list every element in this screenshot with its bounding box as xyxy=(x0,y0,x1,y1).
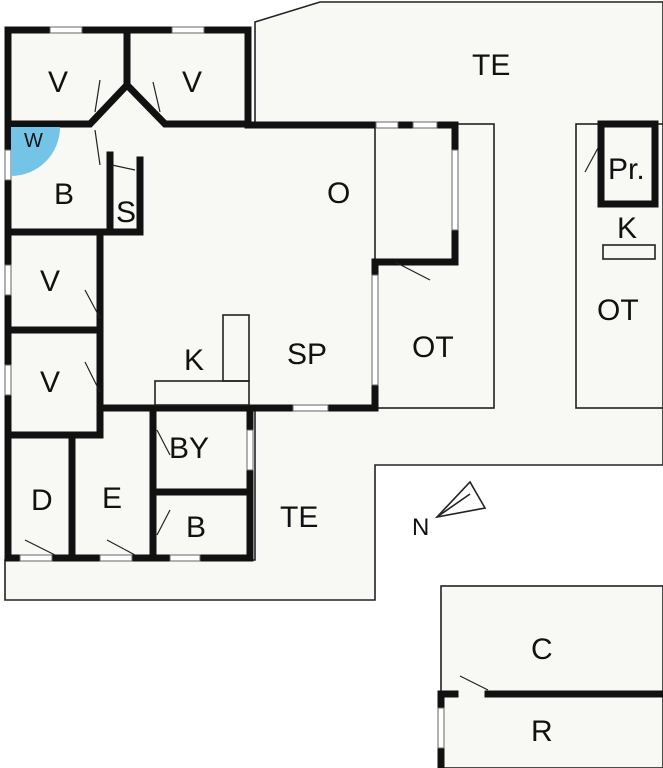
label-k-right: K xyxy=(617,212,637,245)
walls xyxy=(4,26,659,562)
label-k-mid: K xyxy=(184,344,204,377)
label-te-bottom: TE xyxy=(280,501,318,534)
house-floor xyxy=(8,30,455,558)
label-b-bottom: B xyxy=(186,511,206,544)
kitchen-counters xyxy=(154,244,656,406)
label-o: O xyxy=(327,177,350,210)
label-v1: V xyxy=(48,66,68,99)
label-sp: SP xyxy=(287,338,327,371)
label-s: S xyxy=(116,196,136,229)
annex-outer xyxy=(440,585,663,768)
outdoor-room-ot-right xyxy=(575,123,663,409)
label-b-top: B xyxy=(54,178,74,211)
north-arrow-icon xyxy=(434,480,487,519)
label-v3: V xyxy=(40,265,60,298)
annex xyxy=(437,690,663,768)
label-v4: V xyxy=(40,366,60,399)
label-ot-right: OT xyxy=(597,294,639,327)
outdoor-room-ot-mid xyxy=(374,123,495,409)
label-v2: V xyxy=(182,66,202,99)
label-c: C xyxy=(531,633,553,666)
label-pr: Pr. xyxy=(608,153,645,186)
label-n: N xyxy=(412,514,429,541)
label-by: BY xyxy=(169,432,209,465)
whirlpool-icon xyxy=(11,127,60,176)
label-w: W xyxy=(24,130,43,152)
label-te-top: TE xyxy=(472,49,510,82)
doors xyxy=(24,79,599,691)
label-ot-mid: OT xyxy=(412,331,454,364)
room-labels: TE V V W B S O Pr. K OT V V K SP OT BY D… xyxy=(24,49,645,748)
label-e: E xyxy=(102,482,122,515)
label-d: D xyxy=(31,484,53,517)
house-body xyxy=(8,30,663,558)
label-r: R xyxy=(531,715,553,748)
